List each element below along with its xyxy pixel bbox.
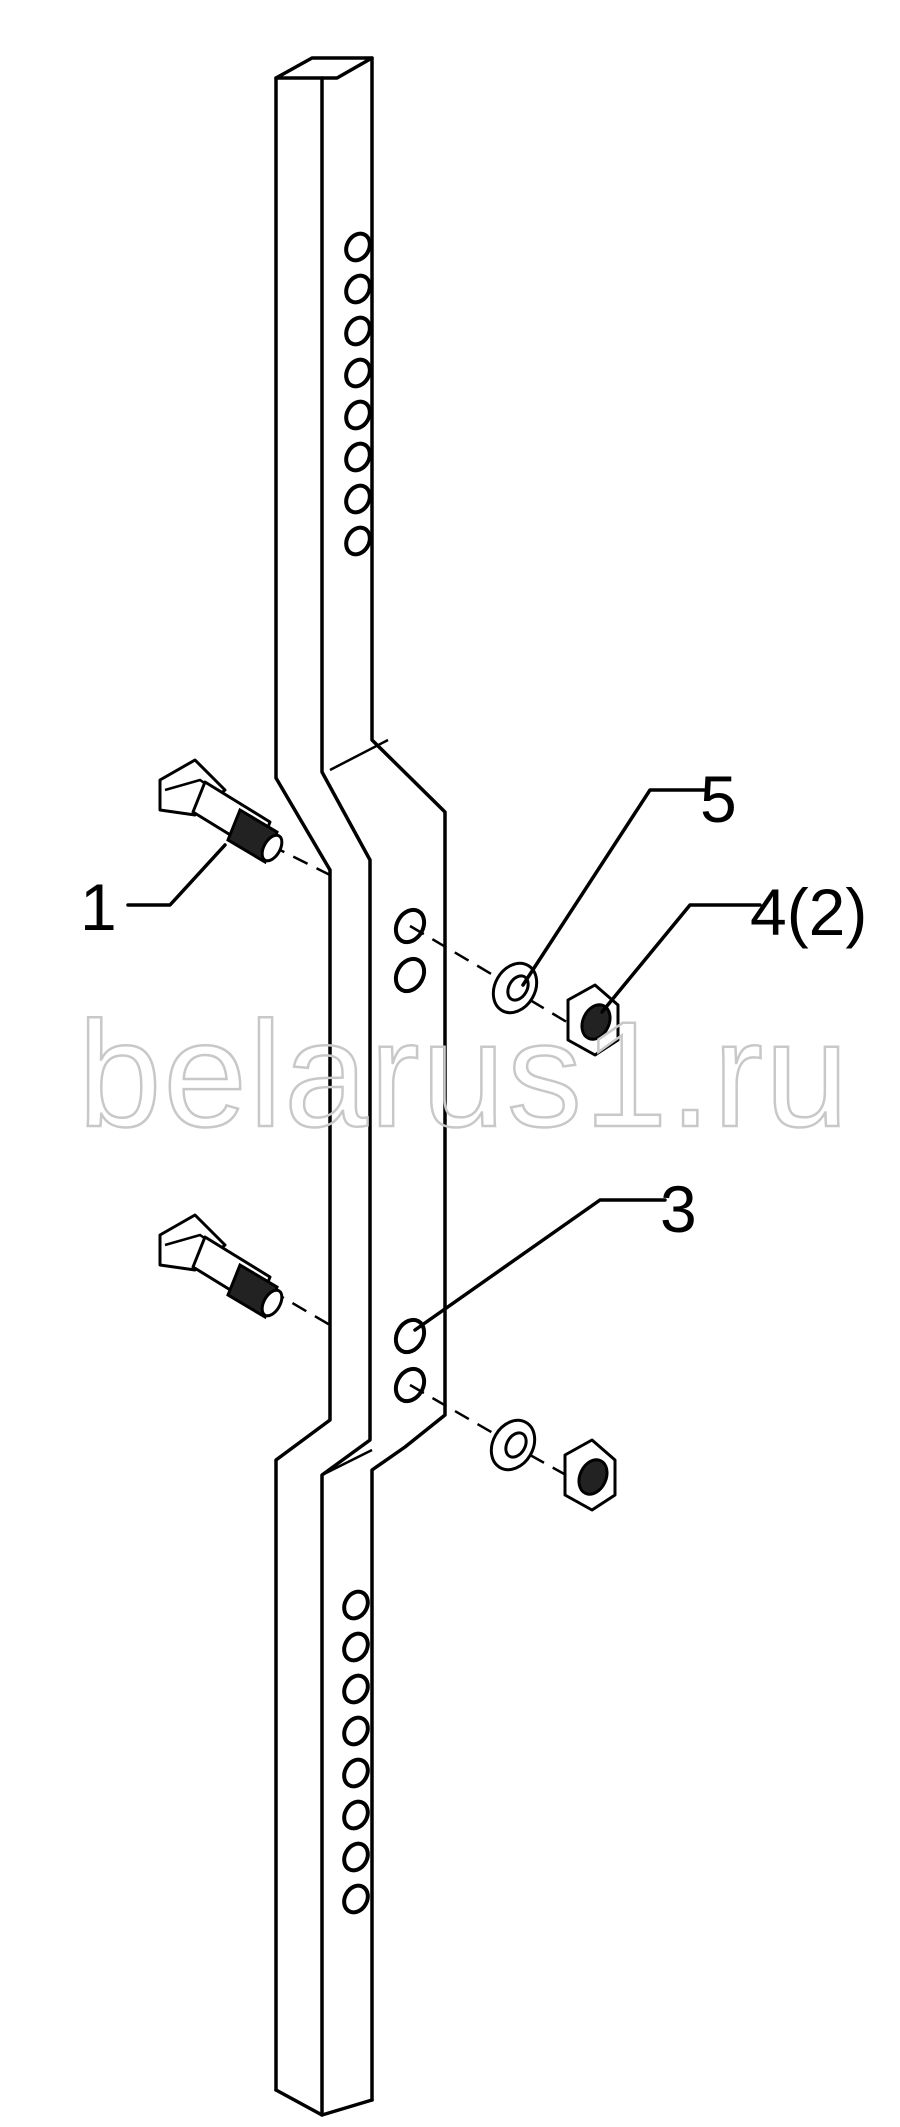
callout-1: 1	[80, 870, 117, 944]
leader-lines	[126, 788, 762, 1332]
upper-nut	[566, 983, 620, 1057]
upper-washer	[491, 961, 539, 1015]
callout-4: 4(2)	[750, 875, 867, 949]
lower-bolt	[158, 1213, 284, 1320]
lower-holes	[342, 1589, 370, 1915]
lower-nut	[563, 1438, 617, 1512]
lower-washer	[489, 1418, 537, 1472]
callout-3: 3	[660, 1172, 697, 1246]
upper-holes	[344, 231, 372, 557]
upper-bolt	[158, 758, 284, 865]
watermark: belarus1.ru	[78, 990, 850, 1158]
strut-bar	[274, 56, 447, 2117]
callout-5: 5	[700, 762, 737, 836]
